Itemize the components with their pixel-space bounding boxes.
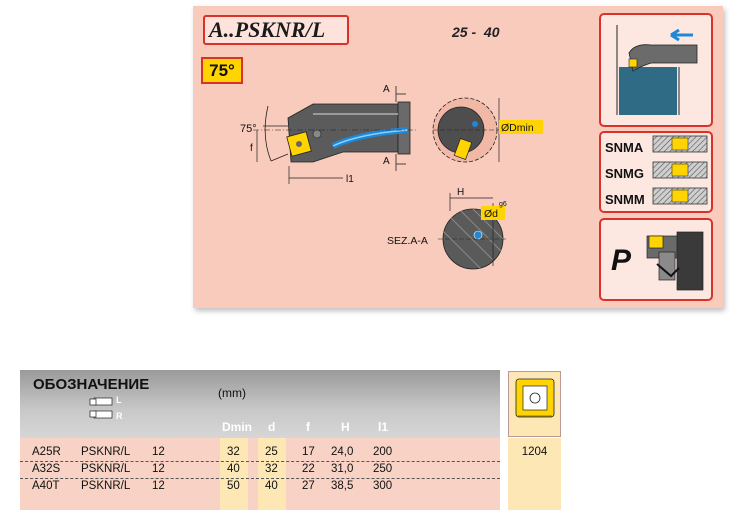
angle-label: 75° [240, 123, 257, 135]
dim-l1: l1 [346, 174, 354, 185]
row-l1: 250 [373, 463, 393, 475]
insert-profile-snmm [652, 187, 708, 205]
insert-type-snma: SNMA [605, 140, 644, 155]
angle-dimension [263, 105, 289, 162]
row-dmin: 40 [227, 463, 240, 475]
insert-profile-snmg [652, 161, 708, 179]
row-size: 12 [152, 446, 165, 458]
section-markers [395, 86, 406, 171]
row-h: 24,0 [331, 446, 354, 458]
row-h: 31,0 [331, 463, 354, 475]
col-header-d: d [268, 420, 276, 434]
table-row: A32S PSKNR/L 12 40 32 22 31,0 250 [20, 463, 500, 479]
hand-icons [89, 397, 113, 419]
row-d: 25 [265, 446, 278, 458]
tolerance-g6: g6 [499, 201, 507, 208]
dmin-column-band [220, 438, 248, 510]
row-code: A25R [32, 446, 61, 458]
row-size: 12 [152, 463, 165, 475]
row-dmin: 32 [227, 446, 240, 458]
dim-d: Ød [484, 208, 498, 220]
section-view [438, 193, 508, 270]
row-f: 22 [302, 463, 315, 475]
angle-badge: 75° [201, 57, 243, 84]
dim-f: f [250, 143, 253, 154]
col-header-h: H [341, 420, 350, 434]
insert-type-snmm: SNMM [605, 192, 645, 207]
dim-dmin: ØDmin [501, 122, 534, 134]
col-header-l1: l1 [378, 420, 389, 434]
col-header-dmin: Dmin [222, 420, 252, 434]
dim-h: H [457, 187, 464, 198]
row-l1: 200 [373, 446, 393, 458]
row-code: A40T [32, 480, 60, 492]
table-row: A40T PSKNR/L 12 50 40 27 38,5 300 [20, 480, 500, 496]
row-name: PSKNR/L [81, 480, 131, 492]
row-d: 40 [265, 480, 278, 492]
col-header-f: f [306, 420, 310, 434]
end-view [432, 97, 503, 163]
tool-drawing: 75° A A f l1 ØDmin [240, 84, 543, 270]
clamping-illustration [646, 231, 704, 291]
insert-type-snmg: SNMG [605, 166, 644, 181]
row-name: PSKNR/L [81, 446, 131, 458]
row-dmin: 50 [227, 480, 240, 492]
d-column-band [258, 438, 286, 510]
row-code: A32S [32, 463, 61, 475]
square-insert-icon [515, 378, 555, 418]
row-l1: 300 [373, 480, 393, 492]
right-hand-holder-icon [89, 410, 113, 419]
section-mark-top: A [383, 84, 390, 95]
insert-column [508, 438, 561, 510]
row-d: 32 [265, 463, 278, 475]
table-row: A25R PSKNR/L 12 32 25 17 24,0 200 [20, 446, 500, 462]
bore-illustration [616, 25, 698, 115]
row-f: 17 [302, 446, 315, 458]
row-f: 27 [302, 480, 315, 492]
insert-size-code: 1204 [521, 446, 548, 458]
left-hand-holder-icon [89, 397, 113, 406]
right-hand-label: R [116, 411, 123, 421]
row-name: PSKNR/L [81, 463, 131, 475]
iso-group-label: P [611, 244, 632, 277]
product-title: A..PSKNR/L [203, 15, 349, 45]
row-divider [20, 478, 500, 479]
row-size: 12 [152, 480, 165, 492]
unit-label: (mm) [218, 386, 246, 400]
section-label: SEZ.A-A [387, 235, 428, 247]
row-divider [20, 461, 500, 462]
length-dimension [288, 166, 343, 184]
size-range: 25 - 40 [452, 24, 500, 40]
designation-heading: ОБОЗНАЧЕНИЕ [33, 376, 150, 393]
boring-bar [286, 101, 411, 163]
row-h: 38,5 [331, 480, 354, 492]
left-hand-label: L [116, 395, 122, 405]
insert-profiles [652, 135, 708, 205]
insert-profile-snma [652, 135, 708, 153]
section-mark-bottom: A [383, 156, 390, 167]
